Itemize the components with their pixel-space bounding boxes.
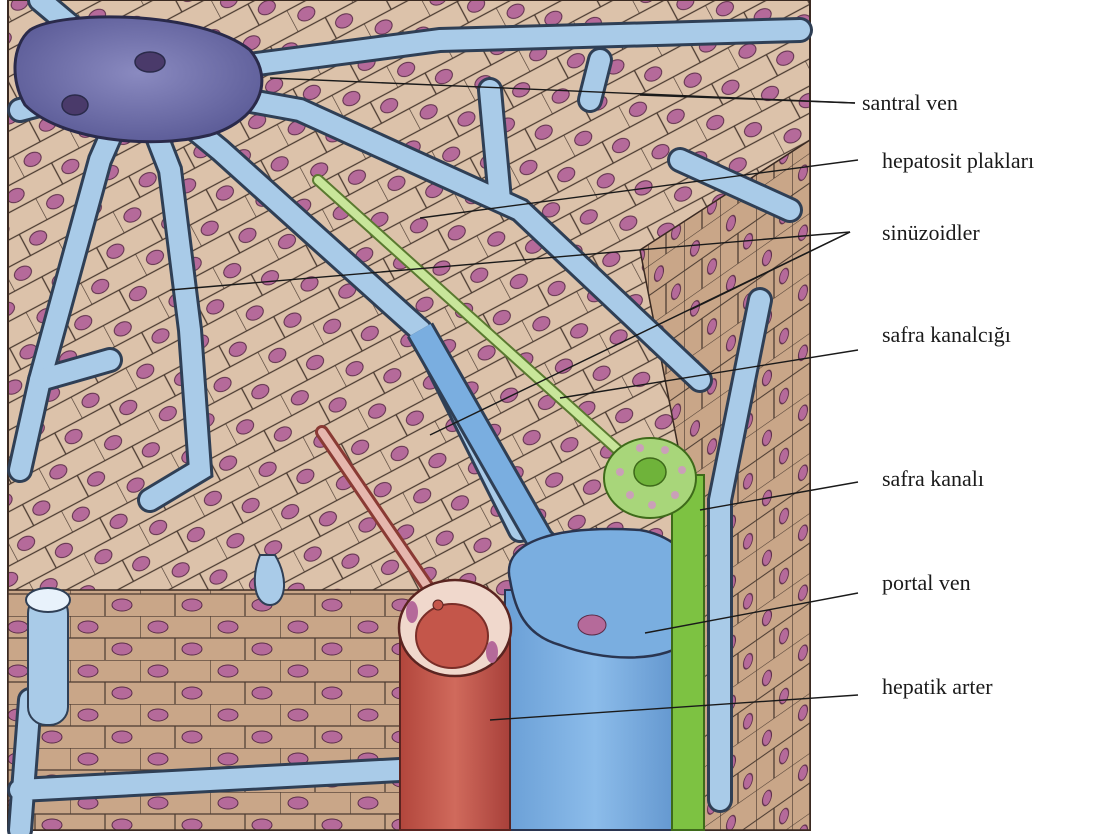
label-sinuzoidler: sinüzoidler	[882, 222, 980, 244]
label-hepatosit-plaklari: hepatosit plakları	[882, 150, 1034, 172]
label-hepatik-arter: hepatik arter	[882, 676, 993, 698]
label-santral-ven: santral ven	[862, 92, 958, 114]
label-safra-kanalcigi: safra kanalcığı	[882, 324, 1011, 346]
label-safra-kanali: safra kanalı	[882, 468, 984, 490]
central-vein	[15, 17, 262, 142]
label-portal-ven: portal ven	[882, 572, 971, 594]
